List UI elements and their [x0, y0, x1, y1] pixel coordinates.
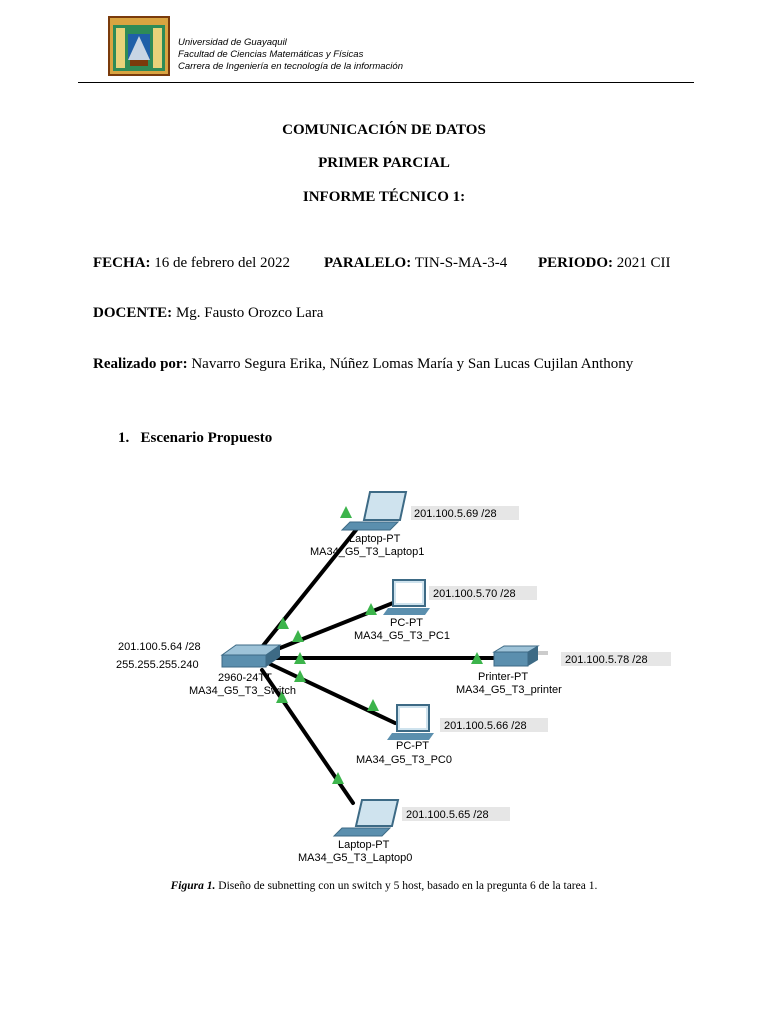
header-career: Carrera de Ingeniería en tecnología de l… [178, 61, 403, 72]
pc0-type: PC-PT [396, 740, 429, 752]
periodo-line: PERIODO: 2021 CII [538, 255, 671, 272]
link-status-icon [294, 652, 306, 664]
link-pc0 [268, 662, 397, 725]
laptop1-type: Laptop-PT [349, 533, 401, 545]
laptop0-type: Laptop-PT [338, 839, 390, 851]
section-heading: 1. Escenario Propuesto [118, 430, 272, 447]
fecha-line: FECHA: 16 de febrero del 2022 [93, 255, 290, 272]
university-logo [108, 16, 170, 76]
periodo-value: 2021 CII [616, 255, 671, 271]
switch-model-label: 2960-24TT [218, 672, 272, 684]
realizado-label: Realizado por: [93, 356, 188, 372]
link-status-icon [277, 617, 289, 629]
link-status-icon [471, 652, 483, 664]
switch-icon [220, 644, 282, 668]
link-status-icon [365, 603, 377, 615]
link-status-icon [292, 630, 304, 642]
laptop1-name: MA34_G5_T3_Laptop1 [310, 546, 424, 558]
printer-name: MA34_G5_T3_printer [456, 684, 562, 696]
link-status-icon [276, 691, 288, 703]
printer-type: Printer-PT [478, 671, 528, 683]
report-title: INFORME TÉCNICO 1: [302, 189, 466, 205]
periodo-label: PERIODO: [538, 255, 613, 271]
logo-seal-icon [108, 16, 170, 76]
pc1-ip: 201.100.5.70 /28 [433, 588, 516, 600]
course-title: COMUNICACIÓN DE DATOS [282, 122, 486, 138]
section-number: 1. [118, 430, 130, 446]
pc0-name: MA34_G5_T3_PC0 [356, 754, 452, 766]
laptop1-ip: 201.100.5.69 /28 [414, 508, 497, 520]
paralelo-value: TIN-S-MA-3-4 [414, 255, 508, 271]
pc-icon [383, 579, 430, 615]
laptop-icon [332, 799, 400, 837]
header-divider [78, 82, 694, 83]
link-laptop1 [260, 523, 362, 649]
realizado-value: Navarro Segura Erika, Núñez Lomas María … [191, 356, 634, 372]
figure-caption-text: Diseño de subnetting con un switch y 5 h… [215, 880, 598, 892]
fecha-value: 16 de febrero del 2022 [154, 255, 291, 271]
network-diagram: 201.100.5.64 /28 255.255.255.240 2960-24… [116, 491, 671, 864]
laptop0-name: MA34_G5_T3_Laptop0 [298, 852, 412, 864]
switch-mask-label: 255.255.255.240 [116, 659, 199, 671]
exam-title: PRIMER PARCIAL [318, 155, 450, 171]
header-university: Universidad de Guayaquil [178, 37, 287, 48]
paralelo-label: PARALELO: [324, 255, 412, 271]
realizado-line: Realizado por: Navarro Segura Erika, Núñ… [93, 356, 633, 373]
pc0-ip: 201.100.5.66 /28 [444, 720, 527, 732]
section-title: Escenario Propuesto [140, 430, 273, 446]
pc1-type: PC-PT [390, 617, 423, 629]
link-status-icon [367, 699, 379, 711]
docente-label: DOCENTE: [93, 305, 173, 321]
paralelo-line: PARALELO: TIN-S-MA-3-4 [324, 255, 507, 272]
docente-value: Mg. Fausto Orozco Lara [175, 305, 324, 321]
laptop0-ip: 201.100.5.65 /28 [406, 809, 489, 821]
switch-network-label: 201.100.5.64 /28 [118, 641, 201, 653]
switch-name-label: MA34_G5_T3_Switch [189, 685, 296, 697]
link-status-icon [294, 670, 306, 682]
figure-caption-label: Figura 1. [170, 880, 216, 892]
pc-icon [387, 704, 434, 740]
laptop-icon [340, 491, 408, 531]
printer-icon [492, 645, 548, 667]
figure-caption: Figura 1. Diseño de subnetting con un sw… [0, 880, 768, 892]
header-faculty: Facultad de Ciencias Matemáticas y Físic… [178, 49, 364, 60]
link-status-icon [340, 506, 352, 518]
docente-line: DOCENTE: Mg. Fausto Orozco Lara [93, 305, 323, 322]
pc1-name: MA34_G5_T3_PC1 [354, 630, 450, 642]
link-status-icon [332, 772, 344, 784]
fecha-label: FECHA: [93, 255, 151, 271]
printer-ip: 201.100.5.78 /28 [565, 654, 648, 666]
